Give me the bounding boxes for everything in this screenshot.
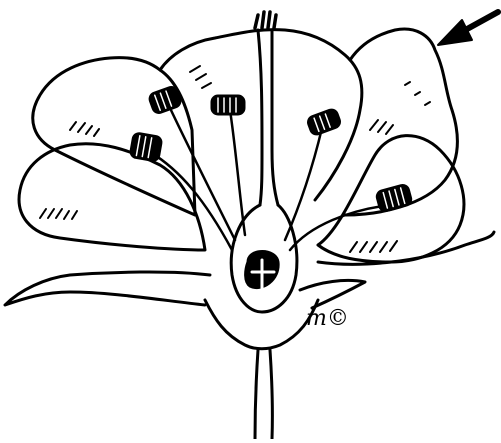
anther — [376, 184, 412, 212]
style — [258, 30, 262, 205]
petal-left-front — [19, 144, 205, 250]
anther — [148, 86, 181, 114]
stigma — [255, 12, 276, 28]
pistil — [231, 12, 297, 312]
anther — [307, 108, 341, 135]
sepal-right — [300, 280, 365, 308]
petal-left-back — [33, 58, 195, 215]
anther — [130, 133, 162, 161]
ovule — [246, 252, 279, 291]
petal-right-lip — [318, 232, 494, 264]
receptacle — [205, 300, 318, 349]
artist-signature: m© — [306, 306, 349, 331]
stem — [255, 350, 272, 439]
anther — [212, 96, 244, 114]
arrow-icon — [438, 12, 498, 45]
sepal-left — [5, 272, 210, 305]
